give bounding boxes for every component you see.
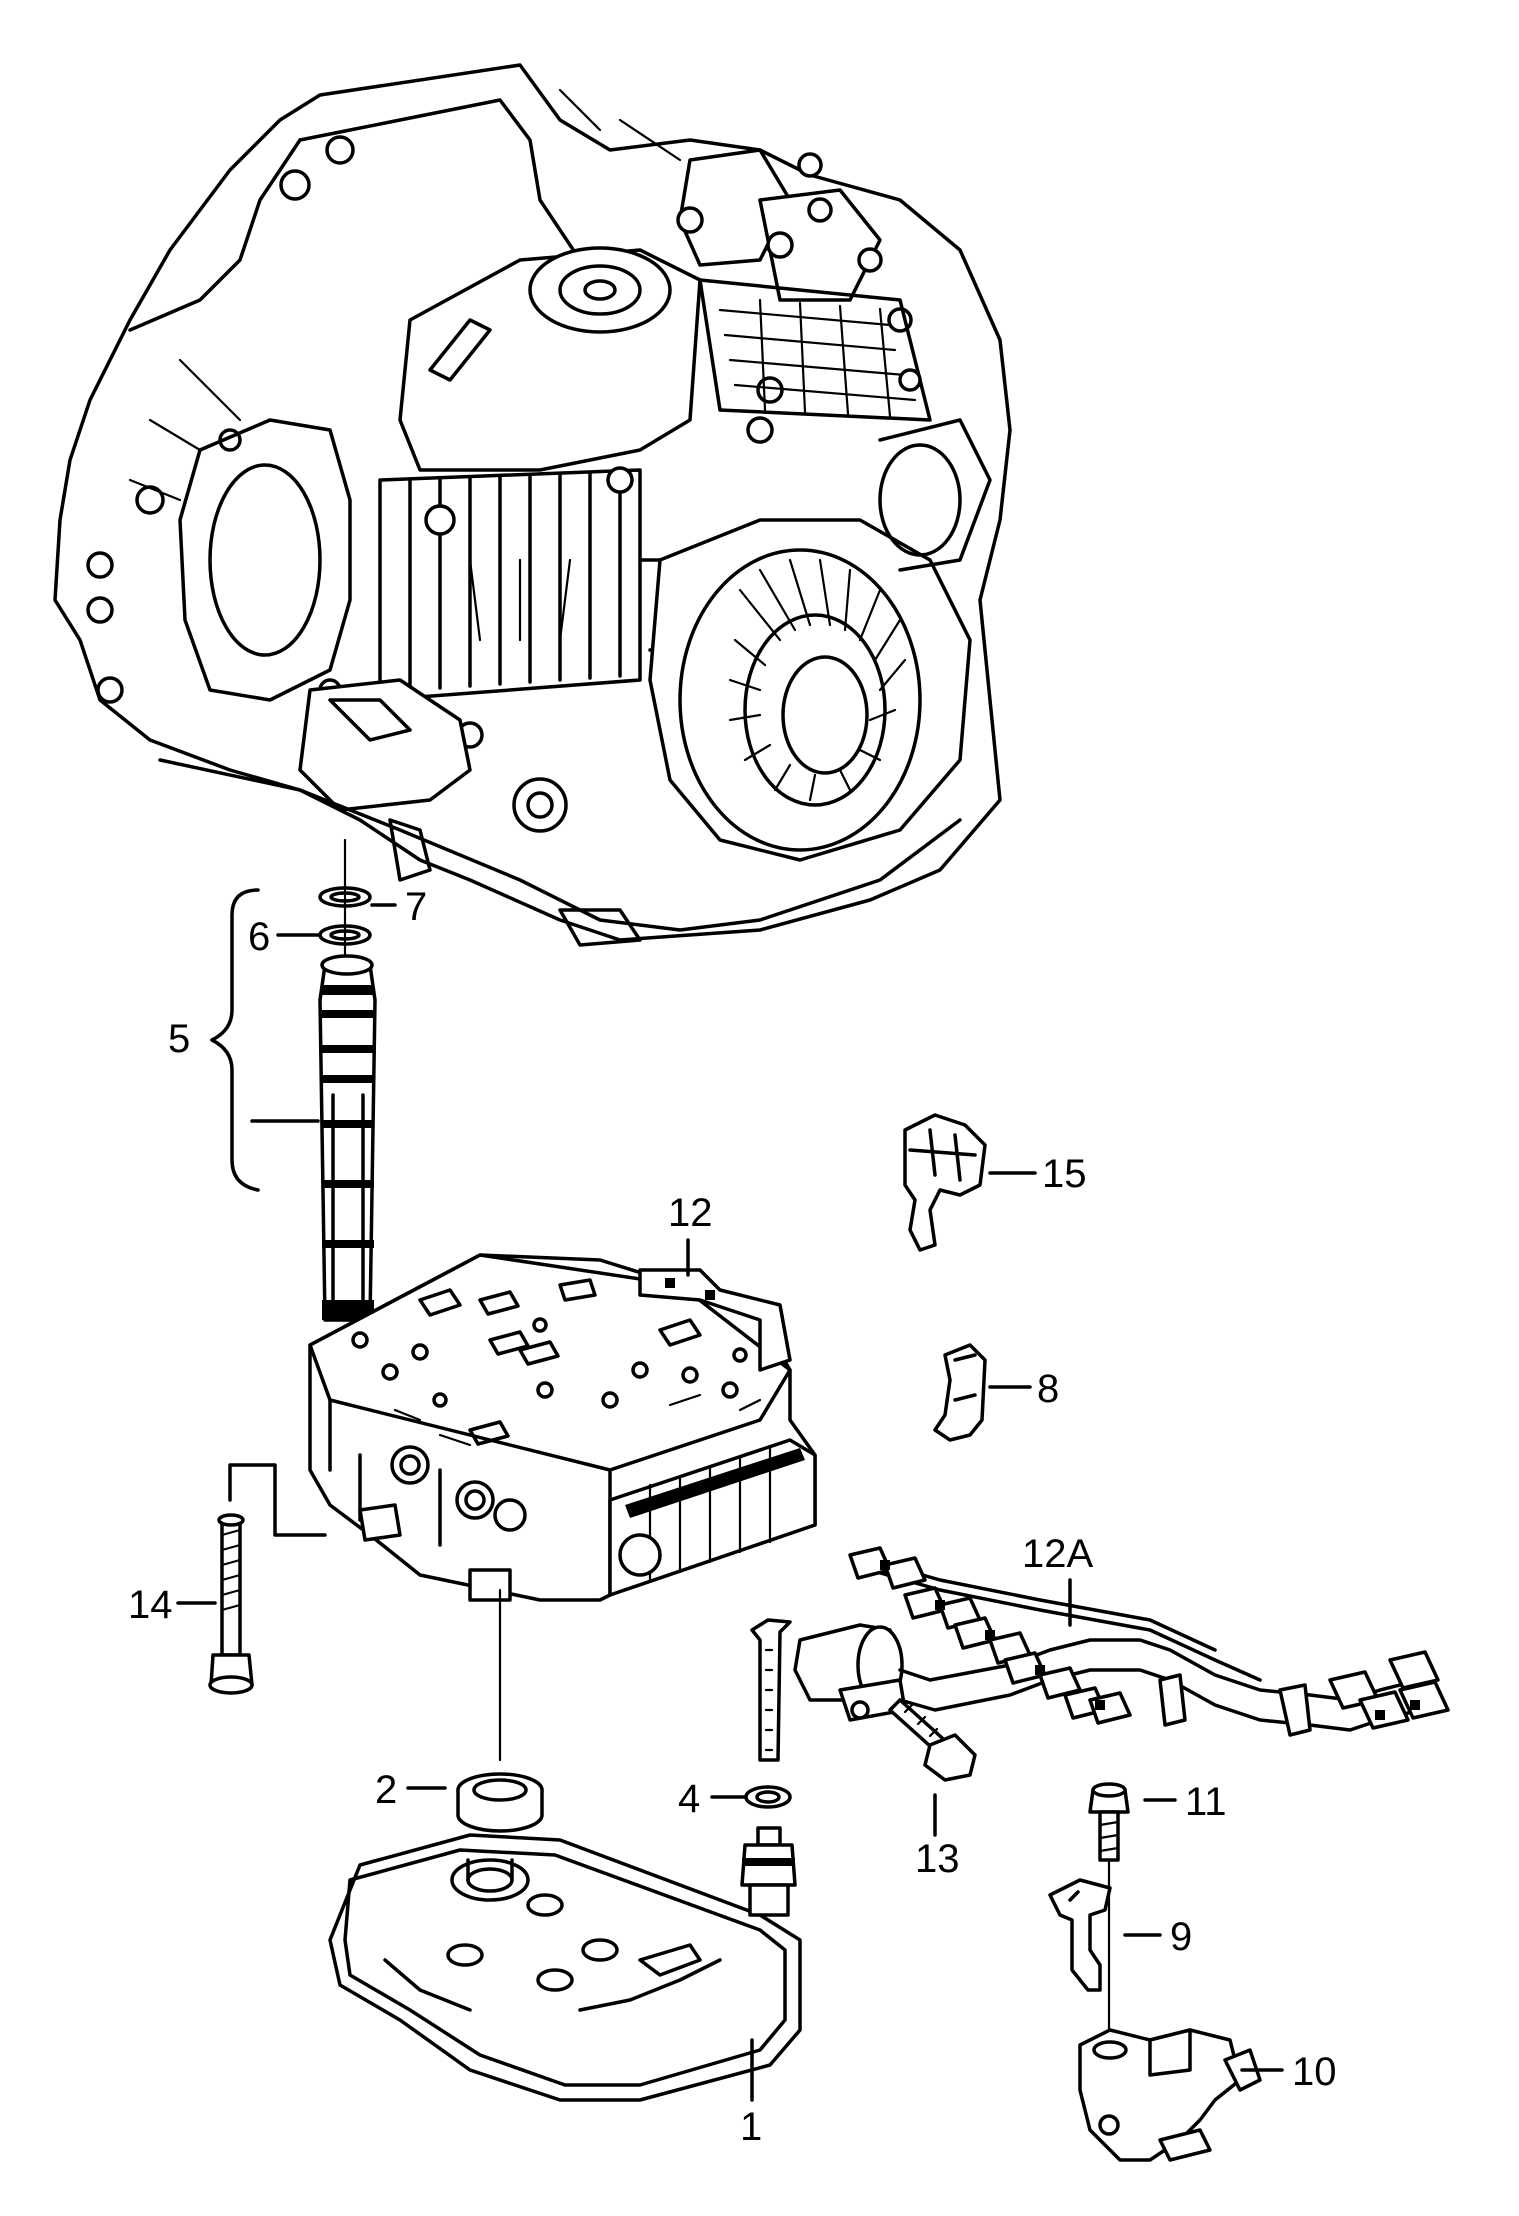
seal-2	[456, 1772, 544, 1833]
washer-4	[744, 1785, 792, 1809]
valve-body-12	[308, 1253, 817, 1602]
transmission-housing	[53, 63, 1012, 947]
leader-14-to-valve-body	[228, 1463, 327, 1537]
group-bracket-5	[210, 888, 260, 1192]
bolt-14	[208, 1513, 254, 1695]
bracket-10	[1078, 2028, 1262, 2162]
callout-11[interactable]: 11	[1185, 1780, 1227, 1824]
callout-12[interactable]: 12	[668, 1191, 713, 1235]
clip-8	[933, 1343, 987, 1442]
bolt-11	[1088, 1782, 1130, 1862]
callout-14[interactable]: 14	[128, 1583, 173, 1627]
callout-4[interactable]: 4	[678, 1777, 700, 1821]
oil-strainer-1	[328, 1833, 802, 2102]
callout-7[interactable]: 7	[405, 885, 427, 929]
callout-5[interactable]: 5	[168, 1017, 190, 1061]
callout-10[interactable]: 10	[1292, 2050, 1337, 2094]
callout-9[interactable]: 9	[1170, 1915, 1192, 1959]
callout-2[interactable]: 2	[375, 1768, 397, 1812]
callout-12a[interactable]: 12A	[1022, 1532, 1093, 1576]
callout-8[interactable]: 8	[1037, 1367, 1059, 1411]
bracket-9	[1048, 1858, 1112, 2072]
callout-15[interactable]: 15	[1042, 1152, 1087, 1196]
wiring-harness-12a	[750, 1546, 1450, 1762]
callout-6[interactable]: 6	[248, 915, 270, 959]
pressure-sensor	[740, 1826, 797, 1917]
clip-15	[903, 1113, 987, 1252]
strainer-tube-5	[318, 954, 377, 1322]
bolt-13	[888, 1698, 977, 1782]
callout-13[interactable]: 13	[915, 1837, 960, 1881]
callout-1[interactable]: 1	[740, 2105, 762, 2149]
